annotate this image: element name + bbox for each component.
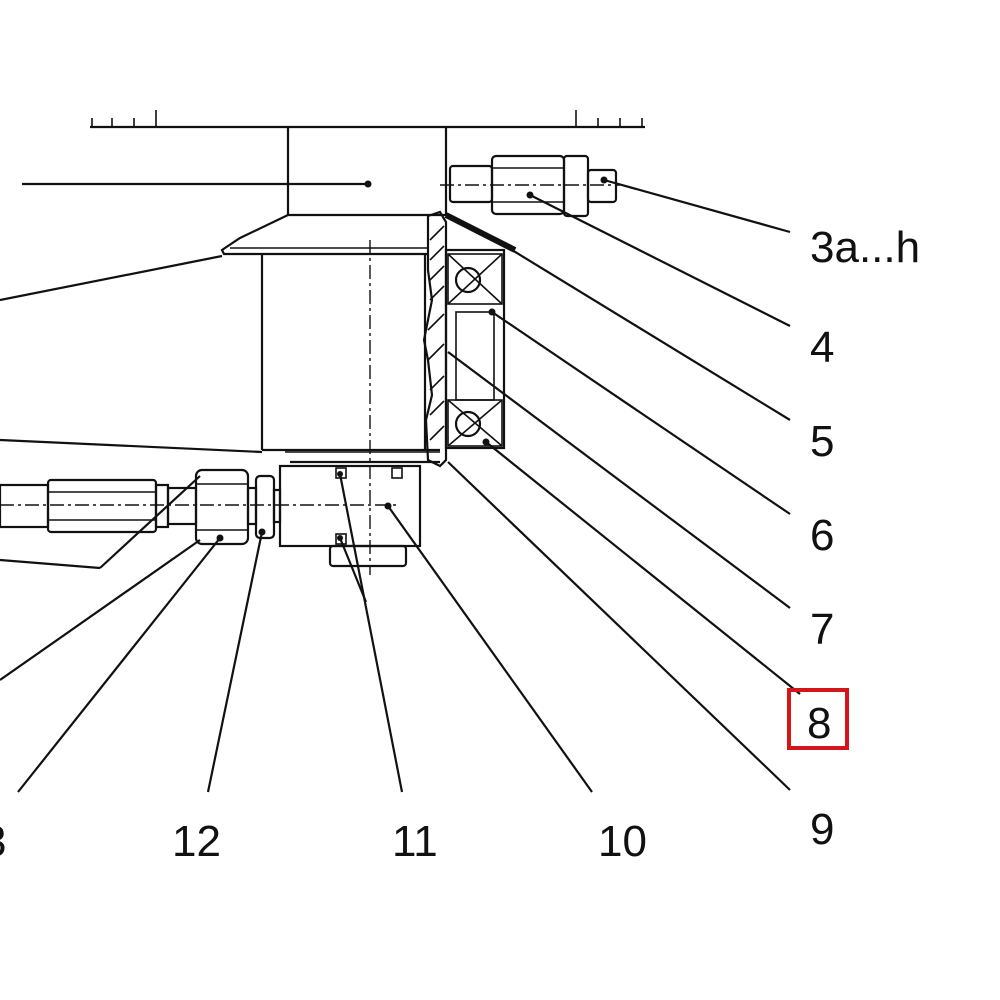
callout-12: 12 <box>172 817 221 866</box>
leader-lines-bottom <box>0 471 593 793</box>
leader-lines-left <box>0 254 263 570</box>
bearing-housing <box>422 210 517 468</box>
callout-3a-h: 3a...h <box>810 223 921 272</box>
highlight-box <box>787 688 849 750</box>
callout-4: 4 <box>810 323 835 372</box>
leader-lines-right <box>447 176 801 791</box>
callout-5: 5 <box>810 417 835 466</box>
grease-fitting-top <box>440 154 620 218</box>
callout-9: 9 <box>810 805 835 854</box>
tapered-collar <box>220 214 428 256</box>
upper-shaft <box>286 127 448 217</box>
callout-10: 10 <box>598 817 647 866</box>
callout-6: 6 <box>810 511 835 560</box>
top-flange <box>90 110 645 129</box>
callout-7: 7 <box>810 605 835 654</box>
main-body <box>260 254 440 464</box>
callout-8: 8 <box>807 699 832 748</box>
callout-11: 11 <box>392 817 438 866</box>
callout-3-partial: 3 <box>0 820 6 864</box>
